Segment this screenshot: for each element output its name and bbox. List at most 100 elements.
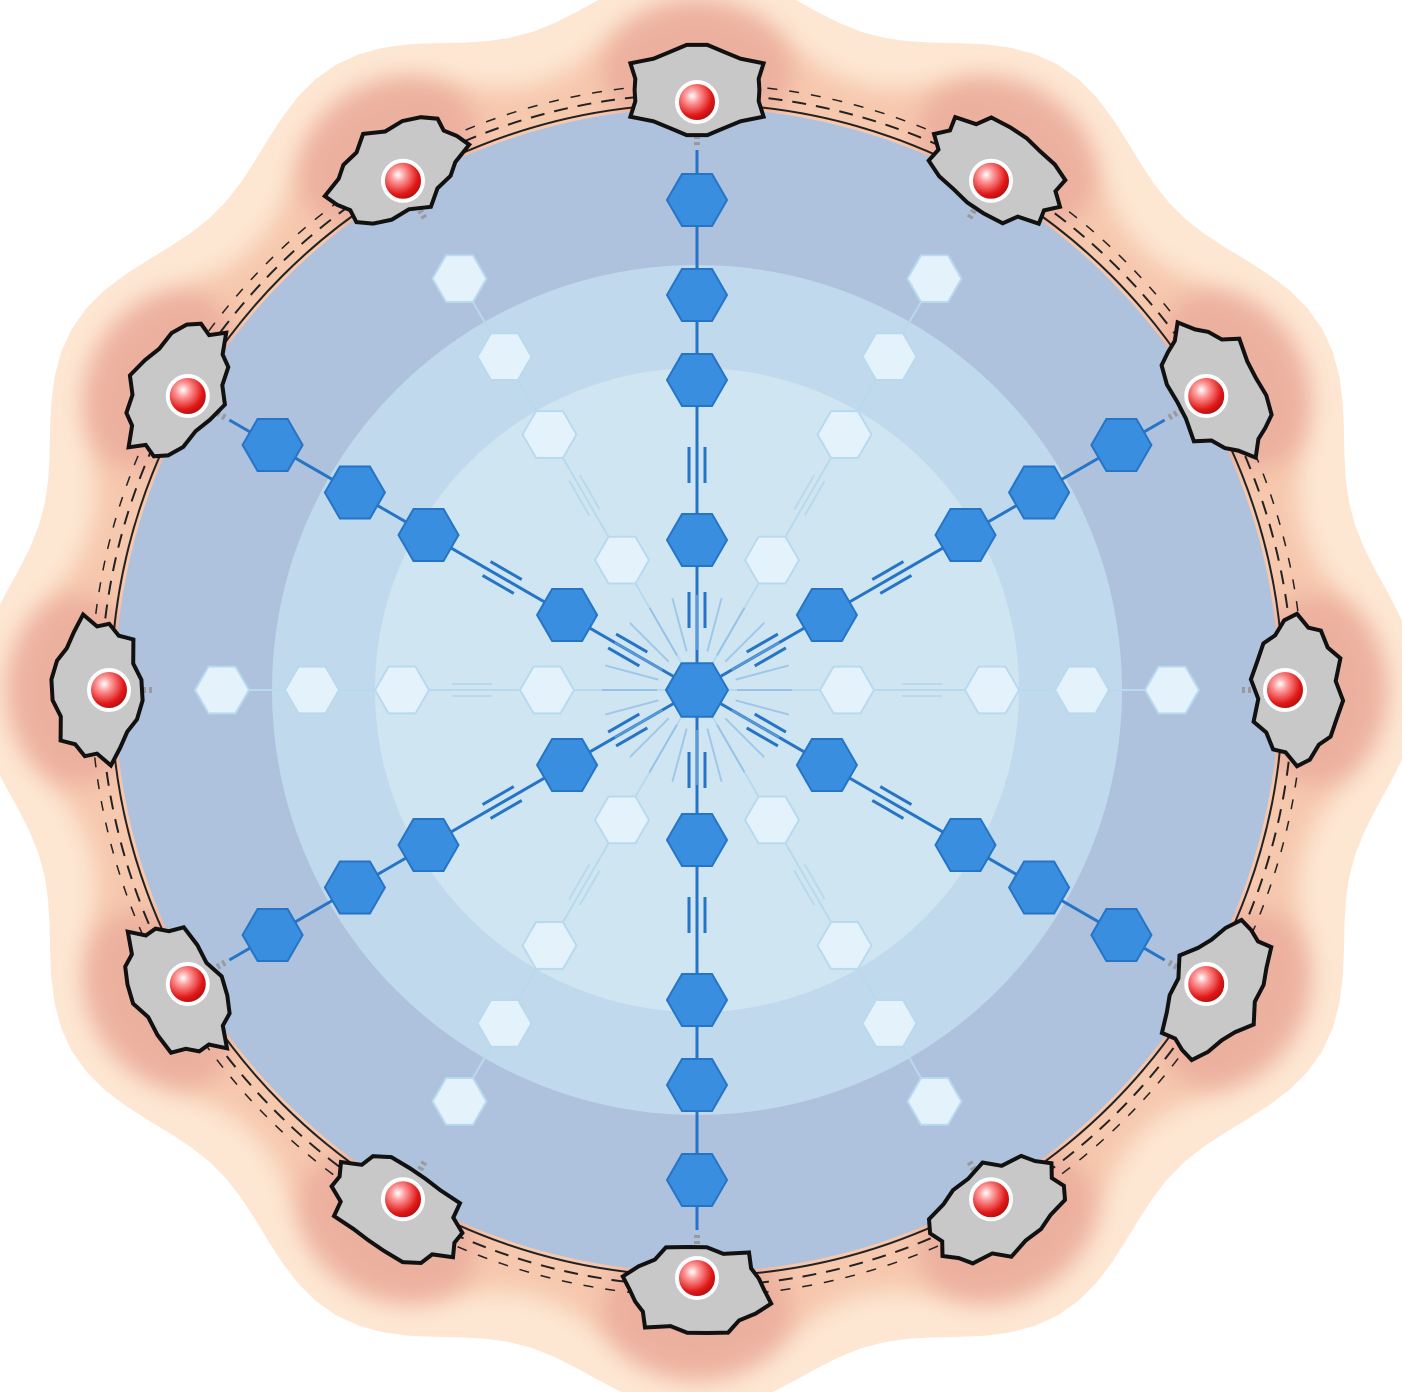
- core-ray: [614, 709, 663, 739]
- triple-bond-mark: [607, 646, 641, 668]
- core-ray: [604, 664, 659, 681]
- triple-bond-mark: [745, 726, 779, 748]
- triple-bond-mark: [753, 712, 787, 734]
- background-hexagon: [373, 665, 431, 715]
- core-ray: [706, 597, 723, 652]
- background-bond-mark: [793, 870, 816, 906]
- core-ray: [716, 607, 746, 656]
- background-bond-mark: [578, 870, 601, 906]
- background-bond-mark: [803, 864, 826, 900]
- primary-hexagon: [1090, 418, 1153, 472]
- core-ray: [671, 728, 688, 783]
- triple-bond-mark: [745, 632, 779, 654]
- ligand-sphere: [1184, 374, 1229, 418]
- background-hexagon: [521, 921, 578, 970]
- core-ray: [731, 641, 780, 671]
- primary-hexagon: [795, 738, 859, 792]
- surface-ligand: [627, 42, 767, 145]
- triple-bond-mark: [607, 712, 641, 734]
- core-ray: [648, 724, 678, 773]
- background-hexagon: [818, 665, 876, 715]
- surface-ligand: [620, 1235, 774, 1336]
- background-arms: [193, 254, 1201, 1126]
- triple-bond-mark: [879, 574, 913, 595]
- background-hexagon: [593, 535, 651, 585]
- background-hexagon: [906, 1077, 963, 1126]
- surface-ligand: [1159, 319, 1274, 461]
- triple-bond-mark: [871, 799, 905, 820]
- surface-ligand: [1242, 611, 1346, 769]
- primary-hexagon: [665, 973, 729, 1027]
- background-hexagon: [861, 999, 918, 1048]
- ligand-sphere: [675, 80, 719, 124]
- surface-ligand: [321, 115, 473, 226]
- primary-hexagon: [934, 818, 997, 872]
- background-hexagon: [431, 254, 488, 303]
- background-hexagon: [743, 795, 801, 845]
- primary-hexagon: [1007, 465, 1071, 520]
- primary-hexagon: [934, 508, 997, 562]
- ligand-sphere: [675, 1256, 719, 1300]
- background-hexagon: [518, 665, 576, 715]
- ligand-sphere: [381, 158, 425, 203]
- background-hexagon: [906, 254, 963, 303]
- triple-bond-mark: [481, 574, 515, 595]
- background-hexagon: [816, 410, 873, 459]
- primary-hexagon: [665, 1058, 729, 1112]
- primary-hexagon: [397, 818, 460, 872]
- background-hexagon: [521, 410, 578, 459]
- primary-hexagon: [665, 513, 729, 567]
- primary-hexagon: [323, 465, 387, 520]
- background-hexagon: [476, 999, 533, 1048]
- background-hexagon: [1143, 665, 1201, 715]
- core-ray: [724, 622, 765, 663]
- background-hexagon: [963, 665, 1021, 715]
- primary-hexagon: [795, 588, 859, 642]
- background-bond-mark: [568, 864, 591, 900]
- background-bond-mark: [803, 480, 826, 516]
- background-hexagon: [476, 332, 533, 381]
- core-ray: [735, 699, 790, 716]
- surface-ligand: [123, 925, 232, 1055]
- ligand-sphere: [165, 962, 210, 1006]
- background-hexagon: [593, 795, 651, 845]
- background-hexagon: [1053, 665, 1111, 715]
- core-ray: [614, 641, 663, 671]
- triple-bond-mark: [871, 560, 905, 581]
- primary-hexagon: [241, 418, 304, 472]
- primary-hexagon: [665, 173, 729, 227]
- primary-hexagon: [397, 508, 460, 562]
- triple-bond-mark: [489, 560, 523, 581]
- core-ray: [604, 699, 659, 716]
- core-ray: [716, 724, 746, 773]
- primary-hexagon: [665, 1153, 729, 1207]
- background-hexagon: [861, 332, 918, 381]
- core-ray: [629, 622, 670, 663]
- surface-ligand: [124, 321, 231, 459]
- core-hexagon: [664, 662, 730, 718]
- triple-bond-mark: [615, 632, 649, 654]
- surface-ligand: [926, 1153, 1068, 1266]
- surface-ligand: [49, 611, 152, 769]
- surface-ligand: [1159, 917, 1274, 1063]
- primary-arms: [228, 150, 1166, 1230]
- core-ray: [671, 597, 688, 652]
- background-bond-mark: [568, 480, 591, 516]
- core-ray: [629, 717, 670, 758]
- background-hexagon: [816, 921, 873, 970]
- background-hexagon: [743, 535, 801, 585]
- primary-hexagon: [535, 738, 599, 792]
- core-ray: [735, 664, 790, 681]
- triple-bond-mark: [481, 785, 515, 806]
- ligand-sphere: [87, 668, 131, 712]
- primary-hexagon: [665, 268, 729, 322]
- ligand-sphere: [969, 158, 1013, 203]
- triple-bond-mark: [753, 646, 787, 668]
- primary-hexagon: [241, 908, 304, 962]
- triple-bond-mark: [615, 726, 649, 748]
- ligand-sphere: [1263, 668, 1307, 712]
- background-hexagon: [193, 665, 251, 715]
- primary-hexagon: [1090, 908, 1153, 962]
